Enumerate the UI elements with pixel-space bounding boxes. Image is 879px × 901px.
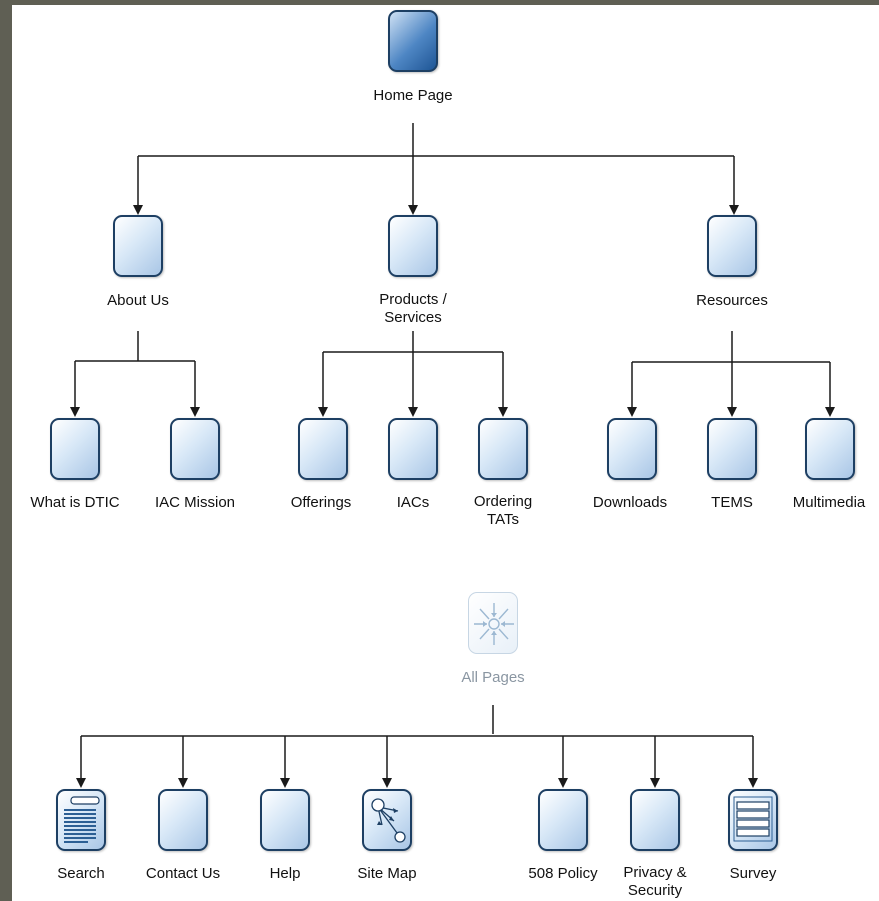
node-label: Ordering TATs [473, 493, 533, 528]
node-label: Site Map [357, 865, 417, 882]
node-label: Search [57, 865, 105, 882]
node-label: Resources [696, 292, 768, 309]
page-icon[interactable] [538, 789, 588, 851]
page-icon[interactable] [298, 418, 348, 480]
node-label: Contact Us [145, 865, 221, 882]
page-icon[interactable] [630, 789, 680, 851]
node-label: 508 Policy [528, 865, 598, 882]
node-label: About Us [107, 292, 169, 309]
page-icon[interactable] [607, 418, 657, 480]
page-icon[interactable] [805, 418, 855, 480]
node-label: What is DTIC [30, 494, 120, 511]
page-icon[interactable] [707, 215, 757, 277]
node-label: Help [269, 865, 301, 882]
node-label: IACs [396, 494, 430, 511]
page-icon[interactable] [50, 418, 100, 480]
node-label: Home Page [373, 87, 453, 104]
page-icon[interactable] [158, 789, 208, 851]
node-label: Products / Services [379, 291, 447, 326]
hub-icon[interactable] [468, 592, 518, 654]
page-icon[interactable] [388, 418, 438, 480]
page-icon[interactable] [113, 215, 163, 277]
node-label: TEMS [711, 494, 753, 511]
node-label: Multimedia [792, 494, 866, 511]
connector-lines [70, 123, 835, 788]
form-icon[interactable] [728, 789, 778, 851]
page-icon[interactable] [170, 418, 220, 480]
page-icon[interactable] [388, 215, 438, 277]
node-label: Privacy & Security [623, 864, 687, 899]
node-label: Downloads [592, 494, 668, 511]
sitemap-icon[interactable] [362, 789, 412, 851]
node-label: IAC Mission [154, 494, 236, 511]
home-page-icon[interactable] [388, 10, 438, 72]
node-label: All Pages [461, 669, 525, 686]
page-icon[interactable] [707, 418, 757, 480]
diagram-canvas: Home Page About Us Products / Services R… [12, 5, 879, 901]
page-icon[interactable] [260, 789, 310, 851]
node-label: Survey [729, 865, 777, 882]
node-label: Offerings [290, 494, 352, 511]
page-icon[interactable] [478, 418, 528, 480]
search-results-icon[interactable] [56, 789, 106, 851]
